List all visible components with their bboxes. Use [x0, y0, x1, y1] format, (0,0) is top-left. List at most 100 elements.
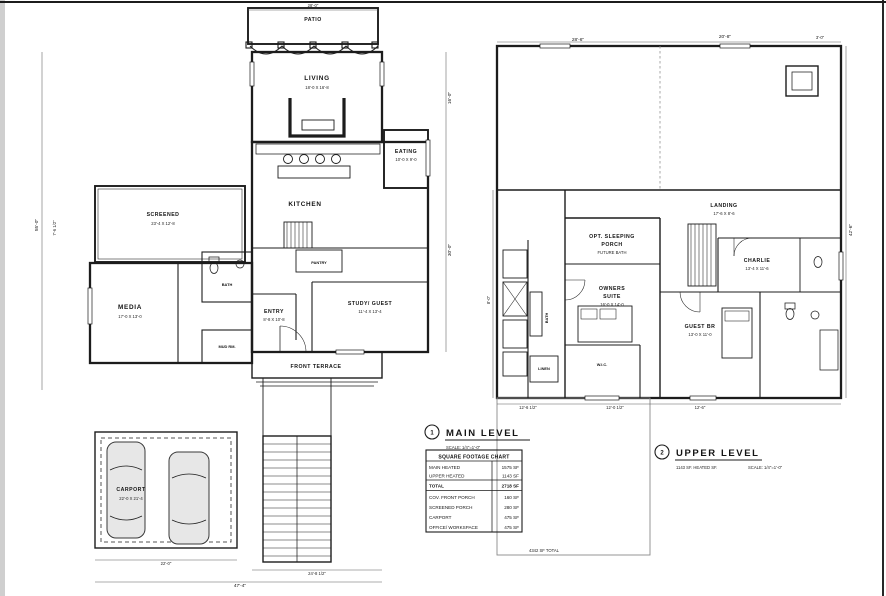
pantry-walls [295, 249, 343, 273]
room-label-kitchen: KITCHEN [288, 201, 321, 208]
lower-roof-extension [496, 397, 651, 556]
carport-walls [94, 431, 238, 549]
guest-bed [721, 307, 753, 359]
car-2 [168, 451, 210, 545]
chart-row-value-total: 2718 SF [502, 484, 520, 489]
chart-row-label: MAIN HEATED [429, 465, 461, 470]
upper-level-heated: 1143 SF. HEATED SF. [676, 465, 717, 470]
upper-stair [687, 223, 717, 287]
chart-row-value: 280 SF [504, 505, 519, 510]
chart-row-label: COV. FRONT PORCH [429, 495, 475, 500]
room-label-wic: W.I.C. [597, 362, 608, 367]
dim-upper-bottom-3: 12'-6" [695, 405, 706, 410]
room-label-patio: PATIO [304, 17, 322, 23]
main-level-title-block: 1 MAIN LEVEL SCALE: 1/4"=1'-0" [424, 424, 530, 450]
room-label-study: STUDY/ GUEST [348, 301, 393, 307]
room-size-carport: 22'-0 X 21'-4 [119, 496, 143, 501]
upper-level-title-block: 2 UPPER LEVEL 1143 SF. HEATED SF. SCALE:… [654, 444, 783, 470]
chart-row-value: 475 SF [504, 525, 519, 530]
tub-icon [529, 291, 543, 337]
dim-main-right-mid: 30'-0" [447, 244, 453, 257]
chart-title: SQUARE FOOTAGE CHART [438, 455, 510, 461]
dim-upper-left: 8'-0" [486, 295, 491, 304]
room-label-pantry: PANTRY [311, 260, 327, 265]
dim-upper-bottom-1: 12'-6 1/2" [519, 405, 537, 410]
island-stools [283, 154, 341, 164]
room-label-owners-2: SUITE [603, 294, 621, 300]
room-label-charlie: CHARLIE [744, 258, 771, 264]
window-markers-main [87, 61, 431, 355]
chart-row-label: SCREENED PORCH [429, 505, 472, 510]
main-level-plan [41, 7, 447, 583]
exterior-stair [262, 435, 332, 563]
room-label-terrace: FRONT TERRACE [291, 364, 342, 370]
main-level-marker: 1 [430, 431, 434, 437]
room-size-living: 18'-0 X 16'-8 [305, 85, 329, 90]
dim-carport-width: 22'-0" [161, 561, 172, 566]
upper-exterior-walls [495, 44, 843, 400]
chart-row-label: OFFICE/ WORKSPACE [429, 525, 478, 530]
upper-level-marker: 2 [660, 451, 664, 457]
room-label-carport: CARPORT [116, 487, 145, 493]
dim-upper-top-corner: 3'-0" [816, 35, 825, 40]
room-size-study: 11'-4 X 13'-4 [358, 309, 382, 314]
patio-columns [245, 41, 379, 49]
room-size-guest: 13'-0 X 11'-0 [688, 332, 712, 337]
room-label-mud: MUD RM. [218, 344, 235, 349]
room-size-entry: 8'-8 X 10'-8 [263, 317, 285, 322]
room-size-sleeping: FUTURE BATH [597, 250, 626, 255]
window-markers-upper [539, 43, 844, 401]
front-door-swing [279, 325, 307, 353]
toilet-icon [785, 308, 795, 320]
upper-level-title: UPPER LEVEL [676, 448, 760, 459]
room-label-guest: GUEST BR [685, 324, 716, 330]
upper-level-scale: SCALE: 1/4"=1'-0" [748, 465, 783, 470]
room-label-upper-bath: BATH [544, 313, 549, 324]
room-label-media: MEDIA [118, 304, 142, 311]
room-size-eating: 10'-0 X 9'-0 [395, 157, 417, 162]
hearth [301, 119, 335, 131]
room-label-screened: SCREENED [147, 212, 180, 218]
main-dim-lines [41, 9, 447, 583]
room-label-landing: LANDING [710, 203, 737, 209]
square-footage-chart: SQUARE FOOTAGE CHART MAIN HEATED 1575 SF… [425, 449, 523, 533]
total-note: 4342 SF TOTAL [529, 548, 560, 553]
main-level-scale: SCALE: 1/4"=1'-0" [446, 445, 481, 450]
chart-row-value: 160 SF [504, 495, 519, 500]
room-label-owners-1: OWNERS [599, 286, 625, 292]
room-size-owners: 16'-0 X 14'-0 [600, 302, 624, 307]
screen-frame [97, 188, 243, 260]
chart-row-value: 475 SF [504, 515, 519, 520]
dim-upper-top-left: 28'-6" [572, 37, 585, 43]
room-label-living: LIVING [304, 75, 330, 82]
mud-room-walls [201, 329, 253, 364]
room-label-linen: LINEN [538, 366, 550, 371]
dim-upper-top-right: 20'-8" [719, 34, 732, 40]
screened-porch-walls [94, 185, 246, 263]
owners-bed [577, 305, 633, 343]
upper-dim-lines [492, 41, 847, 405]
linen-closet [529, 355, 559, 383]
bath-fixtures-left [502, 249, 543, 377]
chart-row-label-total: TOTAL [429, 484, 444, 489]
car-1 [106, 441, 146, 539]
dim-main-left-seg: 7'-6 1/2" [52, 220, 57, 236]
carport-roof-dashed [100, 437, 232, 543]
interior-stair [283, 221, 313, 249]
guest-bath-fixtures [784, 256, 839, 371]
living-walls [250, 50, 384, 144]
dim-main-top: 28'-0" [308, 3, 319, 8]
room-size-landing: 17'-6 X 8'-6 [713, 211, 735, 216]
front-terrace-walls [251, 351, 383, 379]
dim-main-left: 55'-0" [34, 219, 40, 232]
chart-row-value: 1575 SF [502, 465, 520, 470]
kitchen-island [277, 165, 351, 179]
fireplace-builtin [288, 98, 346, 138]
shower-icon [819, 329, 839, 371]
chart-row-label: UPPER HEATED [429, 474, 465, 479]
dim-main-bottom-inner: 24'-8 1/2" [308, 571, 326, 576]
dim-upper-bottom-2: 12'-0 1/2" [606, 405, 624, 410]
